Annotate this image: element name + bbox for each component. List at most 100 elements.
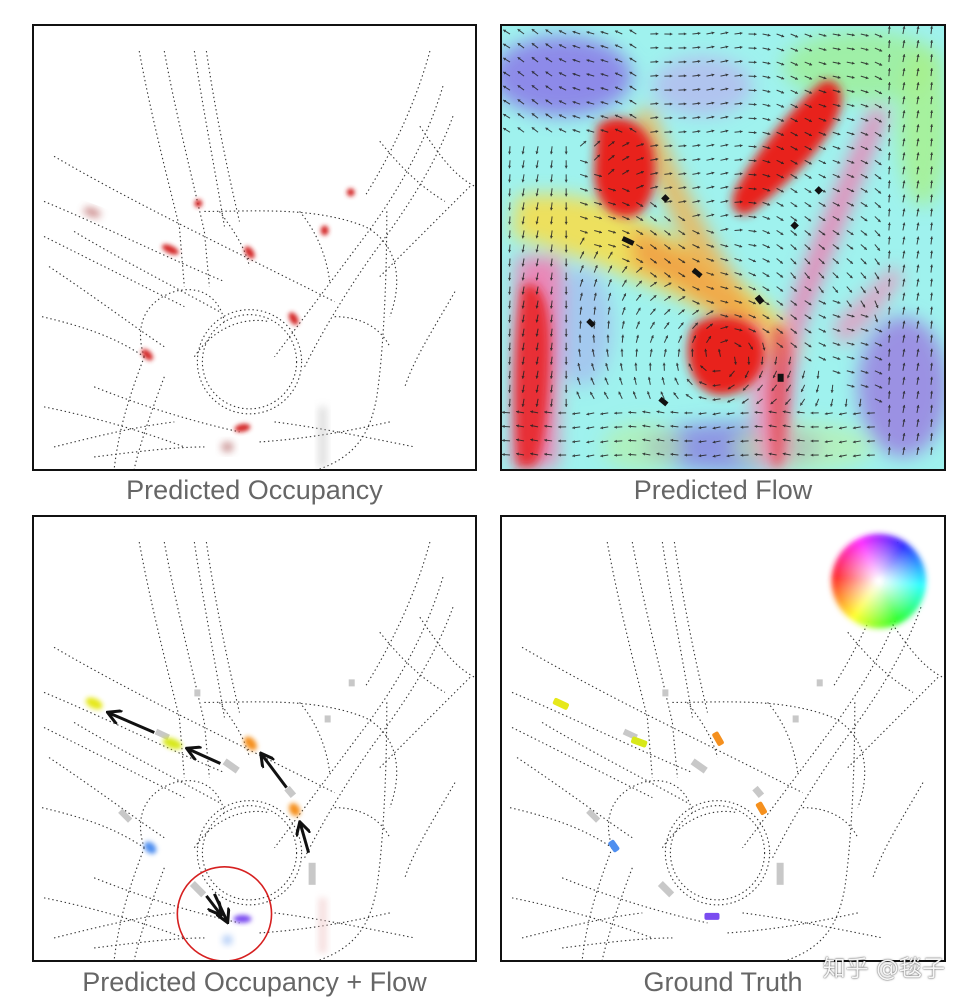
flow-arrowhead <box>535 305 539 309</box>
flow-arrowhead <box>879 77 883 80</box>
flow-arrowhead <box>586 412 590 416</box>
flow-arrowhead <box>930 124 934 128</box>
flow-arrowhead <box>739 272 743 276</box>
flow-arrowhead <box>762 347 766 351</box>
flow-arrowhead <box>530 410 534 414</box>
flow-arrowhead <box>611 155 615 158</box>
flow-arrowhead <box>767 160 771 164</box>
flow-arrowhead <box>766 330 770 333</box>
flow-arrowhead <box>822 315 826 319</box>
occupancy-blob <box>221 441 234 452</box>
flow-arrowhead <box>851 384 855 388</box>
flow-arrowhead <box>521 179 525 183</box>
flow-arrowhead <box>780 274 784 278</box>
flow-arrowhead <box>710 310 714 314</box>
flow-arrowhead <box>586 31 590 35</box>
road-segment <box>847 676 939 768</box>
flow-arrowhead <box>637 321 640 325</box>
road-segment <box>742 912 883 939</box>
flow-arrowhead <box>670 424 674 428</box>
flow-arrowhead <box>531 29 535 32</box>
flow-arrowhead <box>697 45 701 49</box>
flow-arrowhead <box>684 453 688 457</box>
flow-arrowhead <box>639 267 643 271</box>
flow-arrowhead <box>612 230 616 234</box>
flow-arrowhead <box>700 365 704 369</box>
flow-arrowhead <box>549 151 554 155</box>
flow-arrowhead <box>667 232 671 236</box>
flow-arrowhead <box>930 40 934 43</box>
flow-arrowhead <box>822 301 826 305</box>
flow-arrowhead <box>697 115 701 120</box>
flow-arrowhead <box>614 86 618 90</box>
flow-arrowhead <box>581 251 584 255</box>
flow-arrowhead <box>725 101 729 105</box>
flow-arrowhead <box>712 398 716 402</box>
flow-arrowhead <box>599 230 602 234</box>
flow-arrowhead <box>887 110 891 113</box>
flow-arrowhead <box>696 231 700 235</box>
flow-arrowhead <box>686 378 690 383</box>
flow-arrowhead <box>503 57 507 61</box>
flow-arrowhead <box>711 272 715 276</box>
flow-arrowhead <box>810 453 814 457</box>
flow-arrowhead <box>564 151 568 155</box>
flow-arrowhead <box>521 249 525 253</box>
flow-arrowhead <box>753 117 757 121</box>
flow-arrowhead <box>683 88 687 92</box>
flow-arrowhead <box>503 71 507 75</box>
flow-arrowhead <box>752 259 756 263</box>
flow-arrowhead <box>636 334 640 338</box>
flow-arrowhead <box>667 309 671 313</box>
flow-arrowhead <box>887 348 891 352</box>
flow-arrowhead <box>521 403 525 407</box>
flow-arrowhead <box>699 381 702 385</box>
flow-arrowhead <box>864 175 868 179</box>
road-network <box>509 541 944 960</box>
flow-arrowhead <box>739 200 743 204</box>
flow-arrowhead <box>653 274 657 278</box>
flow-arrowhead <box>572 426 575 430</box>
flow-arrowhead <box>564 249 568 253</box>
flow-arrowhead <box>521 235 525 239</box>
flow-arrowhead <box>837 189 840 193</box>
flow-arrowhead <box>794 91 798 94</box>
flow-arrowhead <box>600 44 604 48</box>
flow-arrowhead <box>586 426 590 430</box>
flow-arrowhead <box>629 71 633 75</box>
flow-arrowhead <box>770 401 774 405</box>
watermark-text: 知乎 @毯子 <box>822 956 945 982</box>
flow-arrowhead <box>753 131 757 135</box>
flow-arrowhead <box>685 394 689 398</box>
flow-arrowhead <box>683 199 687 204</box>
flow-arrowhead <box>697 59 701 63</box>
flow-arrowhead <box>875 290 879 294</box>
flow-arrowhead <box>508 151 512 155</box>
flow-arrowhead <box>508 390 512 393</box>
road-segment <box>43 200 225 283</box>
road-network <box>41 50 475 469</box>
flow-arrowhead <box>902 418 906 422</box>
flow-arrowhead <box>930 26 934 29</box>
flow-arrowhead <box>902 82 906 86</box>
flow-arrowhead <box>864 189 868 193</box>
flow-arrowhead <box>614 453 617 457</box>
flow-arrowhead <box>517 127 521 131</box>
flow-arrowhead <box>626 217 630 221</box>
flow-arrowhead <box>655 60 659 64</box>
flow-arrowhead <box>877 204 881 208</box>
flow-arrowhead <box>669 88 673 92</box>
flow-arrowhead <box>608 292 612 296</box>
road-segment <box>274 421 415 448</box>
flow-arrowhead <box>626 245 630 249</box>
road-segment <box>379 140 446 202</box>
flow-arrowhead <box>600 412 604 416</box>
flow-arrowhead <box>754 424 758 429</box>
flow-arrowhead <box>887 236 891 240</box>
flow-arrowhead <box>549 193 554 197</box>
flow-arrowhead <box>794 62 798 66</box>
flow-arrowhead <box>754 452 758 457</box>
flow-arrowhead <box>837 357 841 360</box>
road-segment <box>274 85 444 358</box>
flow-arrowhead <box>739 186 743 190</box>
